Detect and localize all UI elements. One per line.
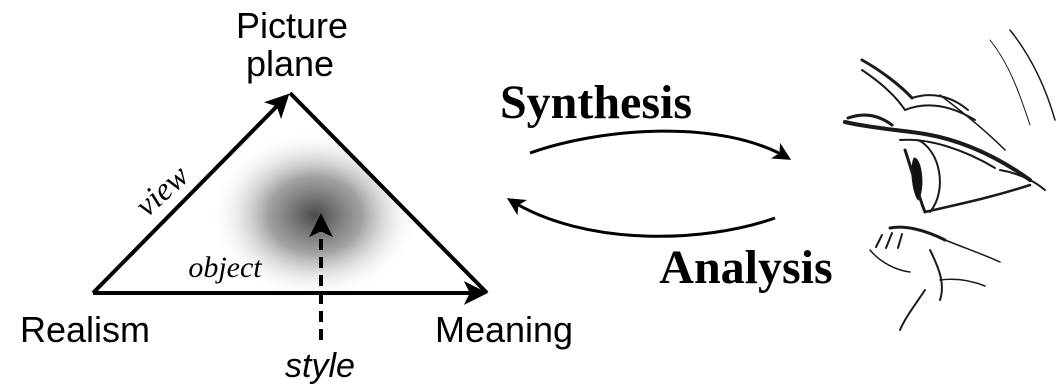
synthesis-arrow: [530, 131, 788, 158]
style-label: style: [285, 347, 355, 385]
object-label: object: [188, 251, 262, 284]
picture-plane-label-line1: Picture: [236, 5, 348, 46]
picture-plane-label-line2: plane: [246, 43, 334, 84]
meaning-label: Meaning: [435, 309, 573, 350]
analysis-label: Analysis: [659, 241, 832, 294]
analysis-arrow: [510, 200, 775, 236]
realism-label: Realism: [20, 309, 150, 350]
synthesis-label: Synthesis: [500, 76, 692, 129]
eye-sketch-icon: [845, 30, 1055, 330]
view-label: view: [128, 157, 196, 223]
